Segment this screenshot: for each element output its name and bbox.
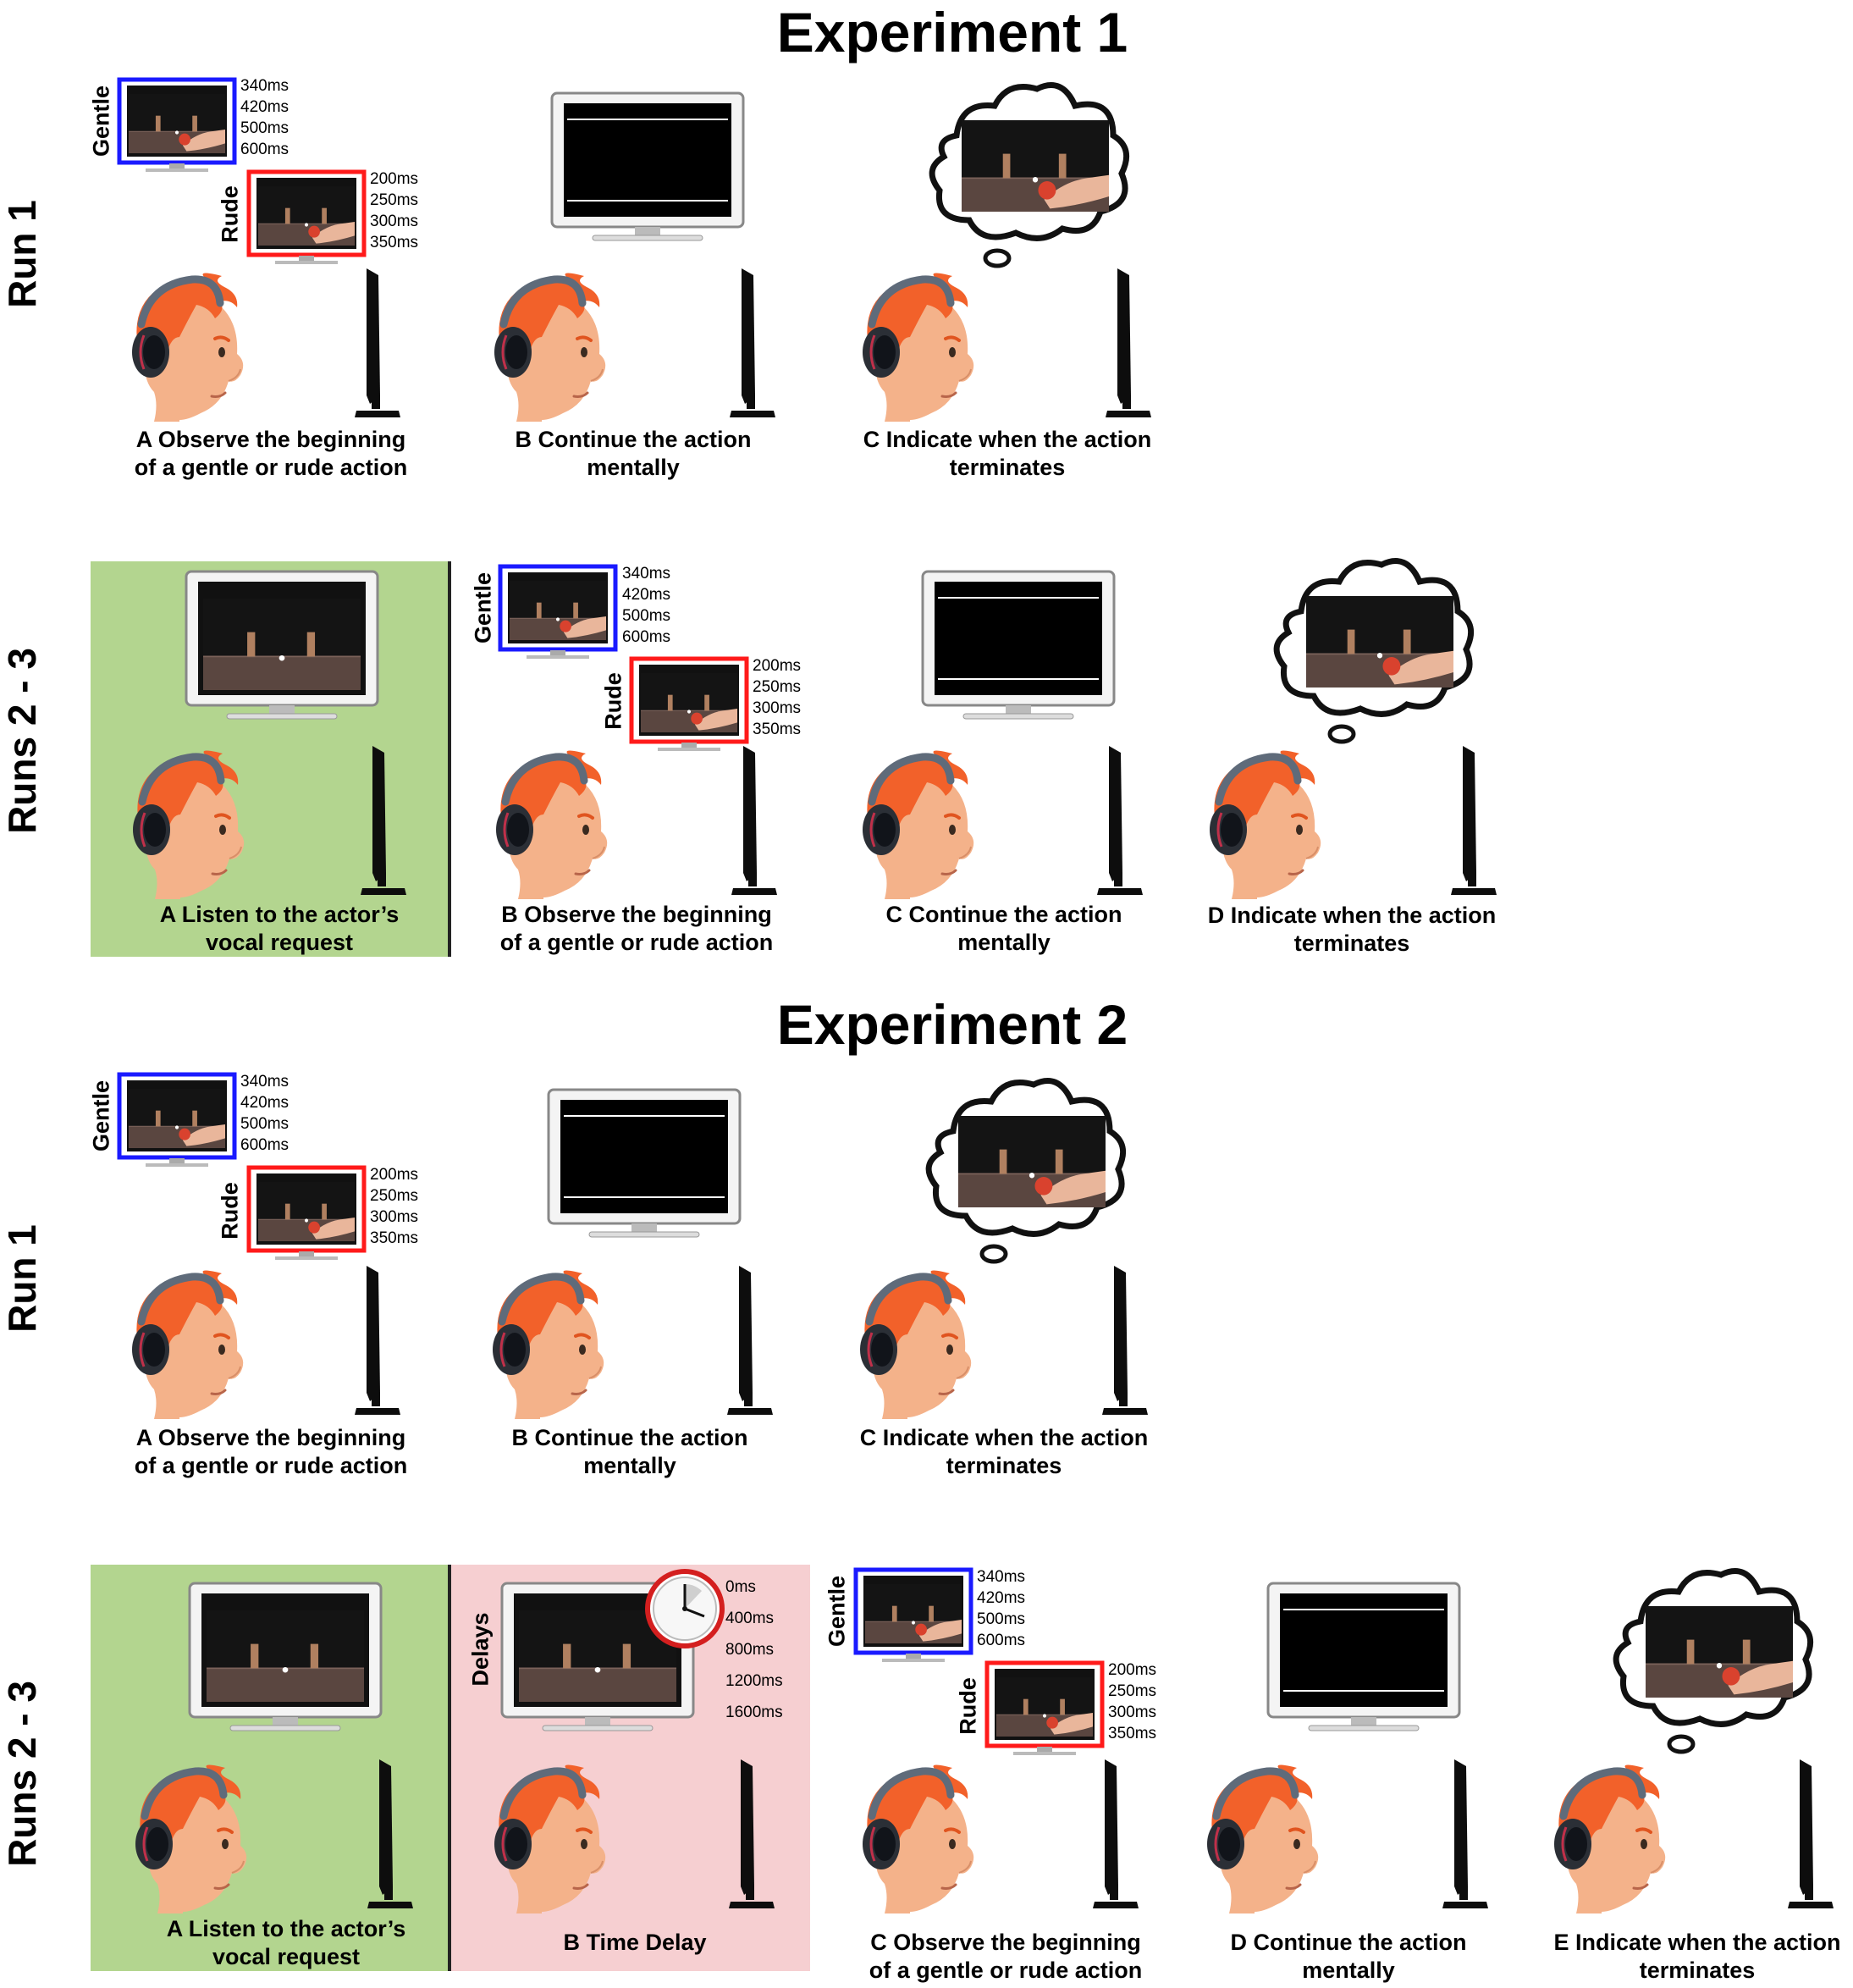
thought-cloud-icon	[929, 82, 1130, 268]
scene-monitor	[185, 570, 379, 720]
side-monitor-icon	[1094, 742, 1144, 903]
exp1-runs23-label: Runs 2 - 3	[0, 648, 44, 834]
gentle-label: Gentle	[824, 1575, 850, 1648]
gentle-label: Gentle	[470, 572, 496, 644]
rude-monitor	[984, 1660, 1105, 1755]
person-with-headphones-icon	[483, 1761, 609, 1913]
person-with-headphones-icon	[851, 747, 978, 899]
person-with-headphones-icon	[851, 269, 978, 422]
side-monitor-icon	[1089, 1755, 1140, 1916]
gentle-label: Gentle	[88, 85, 114, 157]
person-with-headphones-icon	[1542, 1761, 1669, 1913]
exp2-runs23-step-b: B Time Delay	[563, 1930, 707, 1955]
person-with-headphones-icon	[483, 269, 609, 422]
rude-monitor	[629, 656, 749, 751]
rude-label: Rude	[217, 1182, 243, 1240]
gentle-monitor	[117, 77, 237, 172]
side-monitor-icon	[357, 742, 408, 903]
blank-monitor	[1266, 1582, 1461, 1731]
person-with-headphones-icon	[120, 1267, 247, 1419]
side-monitor-icon	[1099, 1262, 1150, 1422]
side-monitor-icon	[724, 1262, 775, 1422]
blank-monitor	[550, 91, 745, 241]
panel-divider	[448, 561, 451, 957]
experiment-1-title: Experiment 1	[776, 1, 1128, 64]
person-with-headphones-icon	[481, 1267, 608, 1419]
exp2-run1-label: Run 1	[0, 1224, 44, 1333]
side-monitor-icon	[726, 264, 777, 425]
gentle-monitor	[853, 1567, 973, 1662]
person-with-headphones-icon	[121, 747, 248, 899]
rude-label: Rude	[217, 185, 243, 243]
scene-monitor	[188, 1582, 383, 1731]
side-monitor-icon	[364, 1755, 415, 1916]
person-with-headphones-icon	[484, 747, 611, 899]
blank-monitor	[547, 1088, 742, 1238]
rude-label: Rude	[955, 1677, 981, 1735]
rude-monitor	[246, 169, 367, 264]
blank-monitor	[921, 570, 1116, 720]
person-with-headphones-icon	[1195, 1761, 1322, 1913]
rude-label: Rude	[600, 672, 626, 730]
gentle-monitor	[117, 1072, 237, 1167]
person-with-headphones-icon	[848, 1267, 975, 1419]
side-monitor-icon	[351, 1262, 402, 1422]
side-monitor-icon	[728, 742, 779, 903]
thought-cloud-icon	[925, 1078, 1127, 1264]
side-monitor-icon	[1784, 1755, 1835, 1916]
side-monitor-icon	[1448, 742, 1498, 903]
person-with-headphones-icon	[851, 1761, 978, 1913]
person-with-headphones-icon	[120, 269, 247, 422]
thought-cloud-icon	[1273, 558, 1475, 744]
person-with-headphones-icon	[124, 1761, 251, 1913]
rude-monitor	[246, 1165, 367, 1260]
scene-monitor	[500, 1582, 695, 1731]
thought-cloud-icon	[1613, 1568, 1814, 1754]
side-monitor-icon	[1102, 264, 1153, 425]
panel-divider	[448, 1565, 451, 1971]
experiment-2-title: Experiment 2	[776, 993, 1128, 1056]
gentle-label: Gentle	[88, 1080, 114, 1152]
side-monitor-icon	[1439, 1755, 1490, 1916]
clock-icon	[645, 1569, 725, 1648]
gentle-monitor	[498, 564, 618, 659]
exp1-run1-label: Run 1	[0, 200, 44, 308]
side-monitor-icon	[725, 1755, 776, 1916]
delays-label: Delays	[467, 1612, 494, 1687]
person-with-headphones-icon	[1198, 747, 1325, 899]
exp2-runs23-label: Runs 2 - 3	[0, 1681, 44, 1867]
side-monitor-icon	[351, 264, 402, 425]
